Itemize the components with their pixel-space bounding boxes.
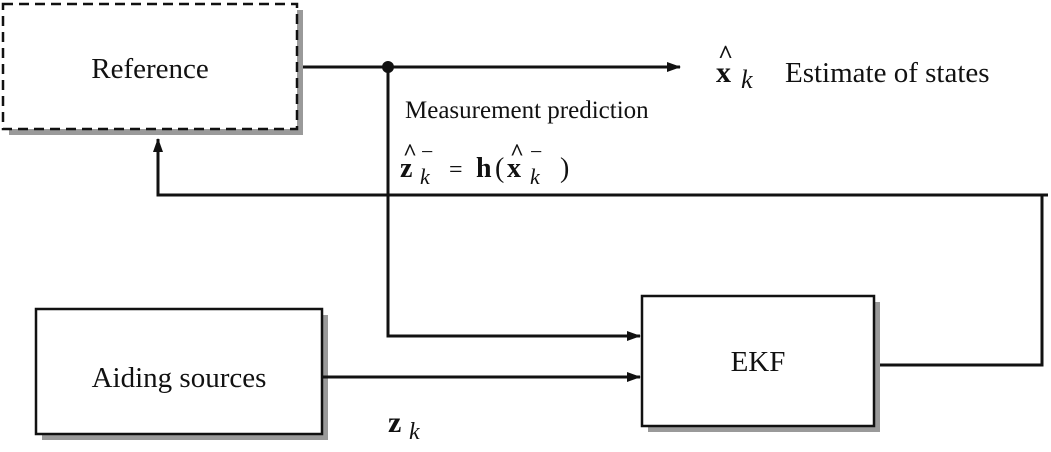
estimate-symbol: x bbox=[716, 56, 731, 89]
eq-lhs-symbol: z bbox=[400, 153, 412, 184]
ekf-block: EKF bbox=[640, 294, 880, 432]
reference-block: Reference bbox=[1, 2, 303, 135]
measurement-prediction-title: Measurement prediction bbox=[405, 97, 649, 124]
reference-label: Reference bbox=[91, 53, 209, 85]
eq-equals: = bbox=[449, 157, 463, 183]
measurement-prediction-equation: ^ z − k = h ( ^ x − k ) bbox=[400, 139, 569, 189]
eq-lhs-hat: ^ bbox=[403, 140, 417, 166]
eq-arg-hat: ^ bbox=[510, 140, 524, 166]
eq-func: h bbox=[476, 153, 492, 184]
aiding-sources-block: Aiding sources bbox=[34, 307, 328, 440]
measurement-symbol: z bbox=[388, 406, 401, 439]
ekf-label: EKF bbox=[731, 346, 786, 378]
eq-lhs-superscript: − bbox=[421, 139, 433, 164]
estimate-hat: ^ bbox=[718, 40, 733, 69]
eq-close-paren: ) bbox=[560, 153, 569, 184]
eq-arg-symbol: x bbox=[507, 153, 521, 184]
estimate-description: Estimate of states bbox=[785, 57, 990, 89]
eq-arg-subscript: k bbox=[530, 164, 541, 189]
eq-lhs-subscript: k bbox=[420, 164, 431, 189]
eq-open-paren: ( bbox=[495, 153, 504, 184]
measurement-subscript: k bbox=[409, 419, 420, 445]
measurement-label: z k bbox=[388, 406, 420, 445]
aiding-sources-label: Aiding sources bbox=[92, 362, 267, 394]
eq-arg-superscript: − bbox=[530, 139, 542, 164]
prediction-wire bbox=[386, 67, 641, 341]
estimate-subscript: k bbox=[741, 65, 753, 94]
state-estimate-label: ^ x k Estimate of states bbox=[716, 40, 990, 94]
